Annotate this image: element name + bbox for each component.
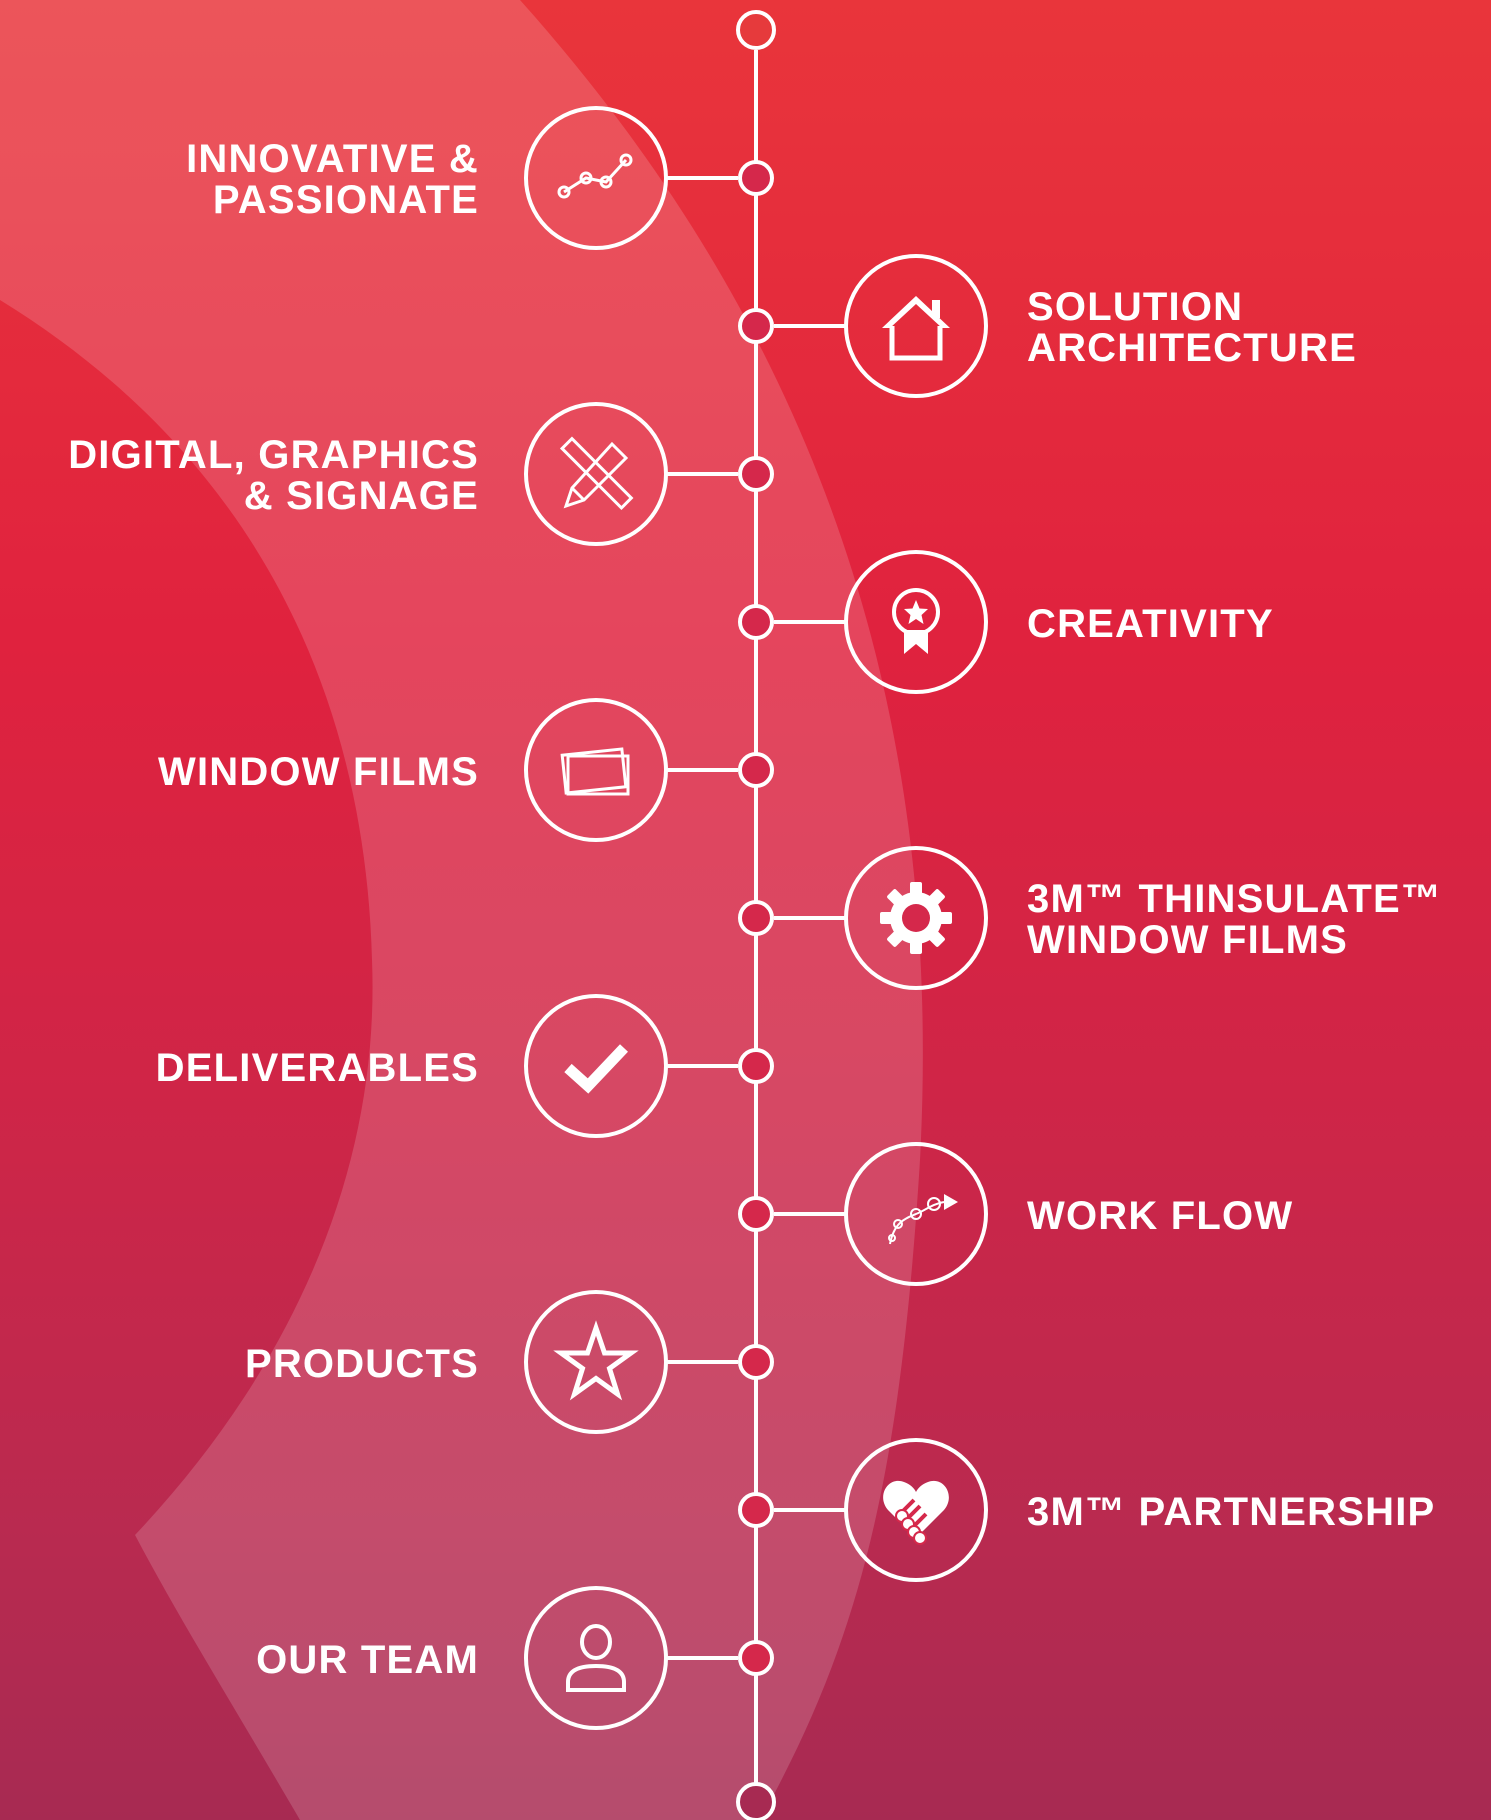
timeline-label: WORK FLOW bbox=[1027, 1193, 1294, 1238]
timeline-label: PRODUCTS bbox=[244, 1341, 479, 1386]
timeline-label-line: DIGITAL, GRAPHICS bbox=[68, 433, 479, 477]
timeline-label-line: 3M™ PARTNERSHIP bbox=[1027, 1489, 1436, 1534]
gear-icon bbox=[880, 882, 952, 954]
timeline-icon-badge bbox=[844, 1438, 988, 1582]
timeline-label: DIGITAL, GRAPHICS& SIGNAGE bbox=[68, 435, 479, 517]
timeline-node bbox=[738, 160, 774, 196]
timeline-label-line: 3M™ THINSULATE™ bbox=[1027, 877, 1443, 921]
timeline-label-line: WINDOW FILMS bbox=[1027, 918, 1349, 962]
timeline-label-line: INNOVATIVE & bbox=[186, 137, 479, 181]
timeline-connector bbox=[774, 1508, 846, 1512]
timeline-node bbox=[738, 308, 774, 344]
timeline-connector bbox=[774, 1212, 846, 1216]
checkmark-icon bbox=[564, 1044, 628, 1094]
timeline-connector bbox=[666, 768, 738, 772]
award-ribbon-icon bbox=[892, 588, 940, 654]
timeline-node bbox=[738, 456, 774, 492]
film-sheets-icon bbox=[560, 747, 630, 796]
timeline-icon-badge bbox=[844, 254, 988, 398]
timeline-label-line: WINDOW FILMS bbox=[157, 749, 479, 794]
timeline-connector bbox=[666, 1656, 738, 1660]
timeline-icon-badge bbox=[524, 994, 668, 1138]
timeline-connector bbox=[666, 1360, 738, 1364]
timeline-icon-badge bbox=[524, 1586, 668, 1730]
timeline-icon-badge bbox=[524, 1290, 668, 1434]
timeline-icon-badge bbox=[844, 846, 988, 990]
timeline-connector bbox=[774, 324, 846, 328]
workflow-arrow-icon bbox=[888, 1194, 958, 1245]
timeline-start-node bbox=[736, 10, 776, 50]
person-icon bbox=[566, 1624, 626, 1692]
trend-line-icon bbox=[557, 153, 633, 199]
timeline-icon-badge bbox=[524, 106, 668, 250]
timeline-connector bbox=[666, 176, 738, 180]
timeline-label-line: CREATIVITY bbox=[1027, 601, 1274, 646]
timeline-label: OUR TEAM bbox=[256, 1637, 479, 1682]
timeline-connector bbox=[666, 1064, 738, 1068]
handshake-heart-icon bbox=[883, 1480, 949, 1545]
timeline-node bbox=[738, 900, 774, 936]
timeline-connector bbox=[774, 620, 846, 624]
timeline-label: DELIVERABLES bbox=[155, 1045, 479, 1090]
timeline-node bbox=[738, 1048, 774, 1084]
timeline-icon-badge bbox=[524, 698, 668, 842]
timeline-label: CREATIVITY bbox=[1027, 601, 1274, 646]
timeline-node bbox=[738, 1344, 774, 1380]
timeline-node bbox=[738, 1492, 774, 1528]
timeline-node bbox=[738, 604, 774, 640]
timeline-label-line: SOLUTION bbox=[1027, 285, 1244, 329]
timeline-icon-badge bbox=[524, 402, 668, 546]
timeline-label-line: PRODUCTS bbox=[244, 1341, 479, 1386]
star-icon bbox=[553, 1320, 639, 1401]
timeline-label: 3M™ PARTNERSHIP bbox=[1027, 1489, 1436, 1534]
timeline-node bbox=[738, 1640, 774, 1676]
timeline-label-line: WORK FLOW bbox=[1027, 1193, 1294, 1238]
timeline-icon-badge bbox=[844, 1142, 988, 1286]
timeline-icon-badge bbox=[844, 550, 988, 694]
timeline-label: INNOVATIVE &PASSIONATE bbox=[186, 139, 479, 221]
pencil-ruler-icon bbox=[559, 436, 634, 511]
timeline-node bbox=[738, 1196, 774, 1232]
timeline-label-line: & SIGNAGE bbox=[243, 474, 479, 518]
timeline-label-line: OUR TEAM bbox=[256, 1637, 479, 1682]
timeline-end-node bbox=[736, 1782, 776, 1820]
house-icon bbox=[882, 296, 950, 361]
timeline-connector bbox=[666, 472, 738, 476]
timeline-label-line: DELIVERABLES bbox=[155, 1045, 479, 1090]
timeline-node bbox=[738, 752, 774, 788]
timeline-label: WINDOW FILMS bbox=[157, 749, 479, 794]
timeline-label-line: ARCHITECTURE bbox=[1027, 326, 1357, 370]
timeline-connector bbox=[774, 916, 846, 920]
timeline-label-line: PASSIONATE bbox=[212, 178, 479, 222]
